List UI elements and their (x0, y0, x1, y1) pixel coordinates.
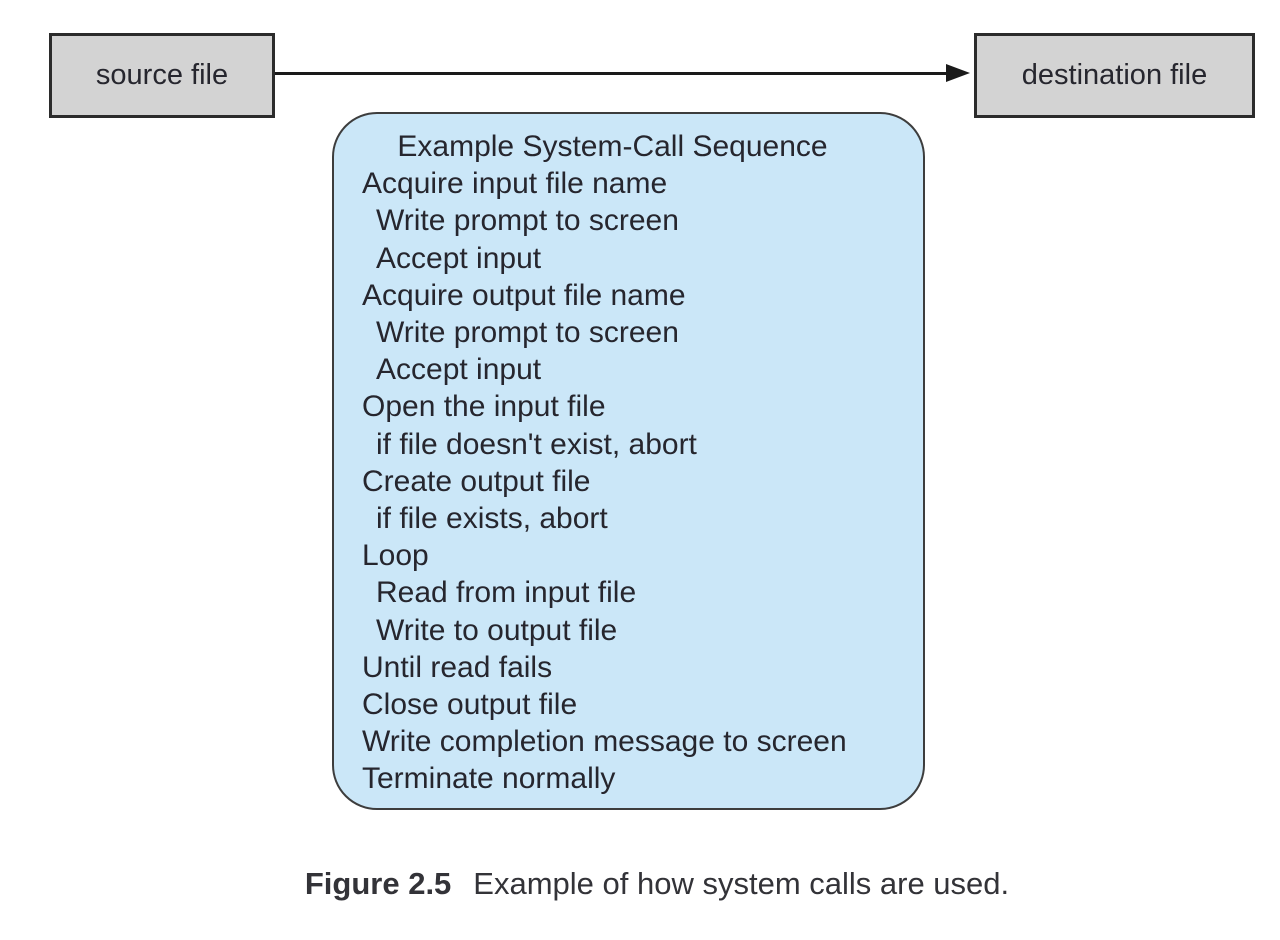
sequence-line: Read from input file (376, 576, 637, 610)
destination-file-box: destination file (974, 33, 1255, 118)
sequence-line: Write to output file (376, 613, 618, 647)
figure-number: Figure 2.5 (304, 866, 452, 901)
system-call-sequence-box: Example System-Call Sequence Acquire inp… (332, 112, 925, 810)
sequence-line: Accept input (376, 353, 542, 387)
sequence-line: if file doesn't exist, abort (376, 427, 697, 461)
sequence-line: Acquire output file name (362, 278, 686, 312)
copy-arrow-head-icon (946, 64, 970, 82)
sequence-line: if file exists, abort (376, 502, 608, 536)
sequence-line: Create output file (362, 464, 591, 498)
sequence-line: Write completion message to screen (362, 725, 847, 759)
copy-arrow-line (275, 72, 947, 75)
figure-caption: Figure 2.5 Example of how system calls ar… (0, 866, 1280, 902)
destination-file-label: destination file (1021, 59, 1208, 91)
source-file-box: source file (49, 33, 275, 118)
sequence-line: Write prompt to screen (376, 204, 679, 238)
figure-caption-text: Example of how system calls are used. (473, 866, 1010, 901)
sequence-line: Write prompt to screen (376, 316, 679, 350)
sequence-title: Example System-Call Sequence (397, 130, 828, 163)
sequence-line: Until read fails (362, 650, 553, 684)
sequence-line: Terminate normally (362, 762, 616, 796)
sequence-line: Open the input file (362, 390, 606, 424)
sequence-line: Acquire input file name (362, 167, 668, 201)
sequence-line: Accept input (376, 241, 542, 275)
sequence-line: Loop (362, 539, 429, 573)
sequence-line: Close output file (362, 688, 578, 722)
source-file-label: source file (95, 59, 229, 91)
